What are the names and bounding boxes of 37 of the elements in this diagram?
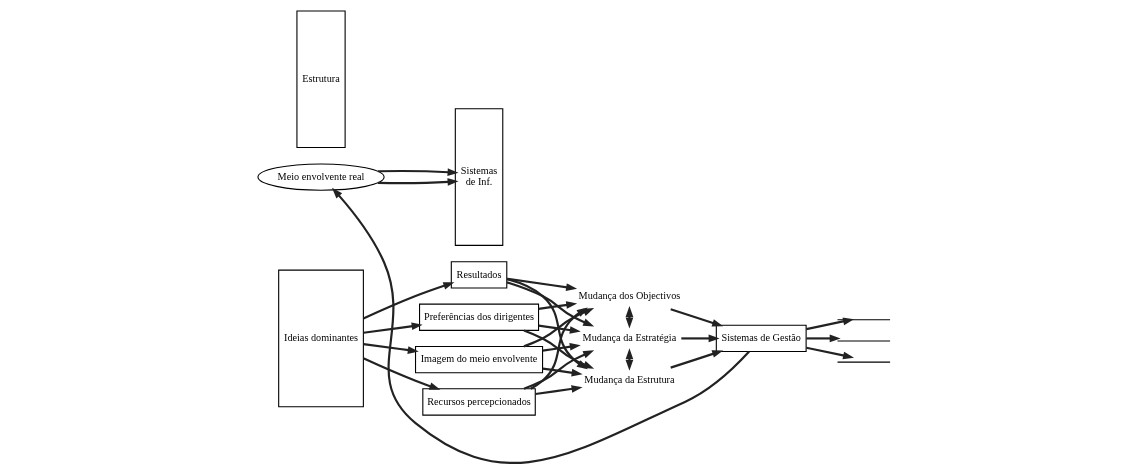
node-box: Ideias dominantes [278, 269, 364, 408]
node-ellipse: Meio envolvente real [257, 163, 385, 191]
arrow [806, 346, 855, 360]
node-box: Recursos percepcionados [422, 388, 536, 416]
arrow [806, 317, 855, 331]
arrow [523, 350, 595, 390]
arrow [331, 187, 750, 464]
arrow [506, 277, 578, 291]
node-box: Estrutura [296, 10, 346, 149]
arrow [538, 301, 578, 310]
arrow [523, 308, 595, 348]
node-box: Preferências dos dirigentes [419, 303, 540, 331]
node-text: Mudança da Estratégia [582, 332, 677, 344]
node-text: Mudança da Estrutura [584, 374, 675, 386]
arrow [535, 385, 583, 396]
node-brace [836, 340, 891, 342]
arrow [538, 324, 581, 334]
arrow [681, 334, 720, 343]
arrow [806, 334, 841, 343]
arrow [362, 282, 455, 320]
arrow [506, 281, 595, 327]
arrow [670, 308, 724, 327]
node-box: Sistemas de Gestão [715, 324, 807, 353]
arrow [363, 343, 419, 354]
arrow [542, 343, 581, 352]
node-brace [836, 361, 891, 363]
arrow [362, 357, 441, 390]
node-box: Imagem do meio envolvente [414, 345, 544, 374]
arrow [377, 168, 459, 176]
arrow [377, 178, 459, 186]
arrow [670, 350, 724, 369]
node-brace [836, 319, 891, 321]
node-box: Sistemas de Inf. [454, 108, 504, 246]
arrow [363, 322, 423, 334]
arrow [542, 367, 583, 377]
node-box: Resultados [450, 261, 508, 289]
node-text: Mudança dos Objectivos [578, 289, 681, 301]
